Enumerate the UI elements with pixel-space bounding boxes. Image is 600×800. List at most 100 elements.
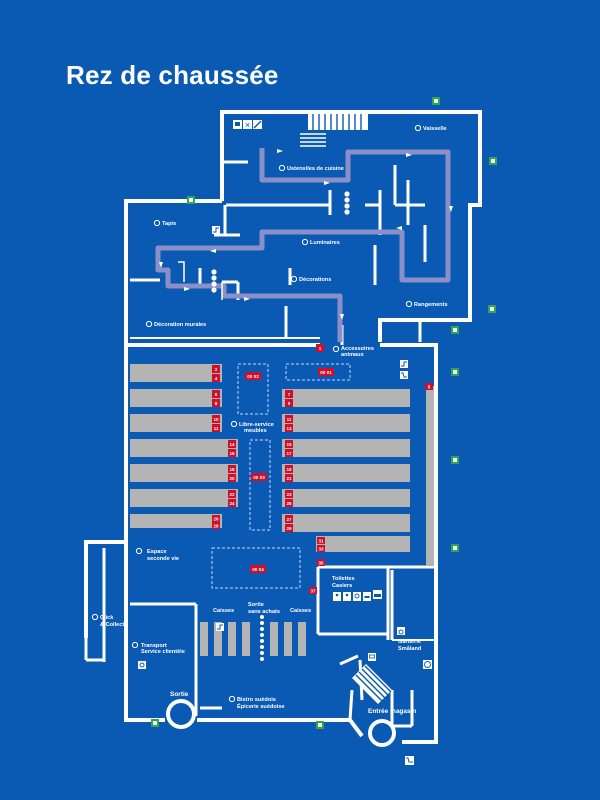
label-transport: Transport	[141, 643, 167, 649]
map-text: 29	[286, 526, 292, 531]
map-text: 11	[214, 426, 219, 431]
label-collect: & Collect	[100, 622, 124, 628]
aisle-badge: 10	[212, 415, 220, 423]
map-text: 15	[286, 442, 292, 447]
map-text: 17	[286, 451, 292, 456]
label-entree: Entrée magasin	[368, 708, 416, 715]
label-garderie: Garderie	[398, 639, 421, 645]
label-accessoires: Accessoires	[341, 346, 374, 352]
map-text: 22	[229, 492, 235, 497]
label-caisses-right: Caisses	[290, 608, 311, 614]
interior-walls	[130, 160, 436, 728]
label-decorations: Décorations	[299, 277, 331, 283]
accessible-icon	[353, 592, 361, 601]
exit-sign-icon	[316, 721, 324, 729]
map-text: 16	[229, 451, 235, 456]
exit-sign-icon	[451, 326, 459, 334]
map-text: 4	[215, 376, 218, 381]
baby-change-icon	[363, 592, 371, 601]
aisle-badge: 7	[285, 390, 293, 398]
aisle-badge: 6	[212, 390, 220, 398]
map-text: 23	[286, 492, 292, 497]
label-luminaires: Luminaires	[310, 240, 340, 246]
map-text: 7	[288, 392, 291, 397]
map-text: 26	[213, 517, 219, 522]
exit-sign-icon	[451, 544, 459, 552]
map-text: 27	[286, 517, 292, 522]
small-walls	[178, 261, 223, 300]
aisle-badge: 8	[212, 399, 220, 407]
exit-sign-icon	[151, 719, 159, 727]
map-text: 2	[215, 367, 218, 372]
dashed-zones	[211, 363, 351, 589]
aisle-badge: 14	[228, 440, 236, 448]
label-libre-service: Libre-service	[239, 422, 274, 428]
shopping-cart-icon	[400, 371, 408, 379]
aisle-badge: 22	[228, 490, 236, 498]
aisle-badge: 11	[285, 415, 293, 423]
wheelchair-icon	[397, 627, 405, 635]
aisle-badge: 11	[212, 424, 220, 432]
aisle-badge: 35	[317, 559, 325, 566]
map-text: 1	[319, 346, 322, 351]
aisle-badge: 9	[285, 399, 293, 407]
path-arrows	[159, 149, 453, 320]
label-espace: Espace	[147, 549, 167, 555]
aisle-badge: 21	[285, 474, 293, 482]
label-meubles: meubles	[244, 428, 267, 434]
aisle-badge: 5	[425, 383, 433, 390]
shelves	[130, 364, 434, 656]
aisle-badge: 19	[285, 465, 293, 473]
exit-sign-icon	[488, 305, 496, 313]
aisle-badge: 2	[212, 365, 220, 373]
entrance-escalator	[352, 664, 392, 704]
aisle-badge: 15	[285, 440, 293, 448]
door-circles	[166, 699, 396, 747]
label-decoration-murales: Décoration murales	[154, 322, 206, 328]
shopping-cart-icon	[405, 756, 414, 765]
info-icon	[423, 660, 432, 669]
exit-sign-icon	[451, 368, 459, 376]
label-bistro: Bistro suédois	[237, 697, 276, 703]
elevator-icon	[400, 360, 408, 368]
cafe-icon	[138, 661, 146, 669]
map-text: 19	[286, 467, 292, 472]
map-text: 5	[428, 385, 431, 390]
map-text: 00 04	[252, 567, 264, 572]
map-text: 9	[288, 401, 291, 406]
shopping-cart-icon: ✕	[233, 120, 262, 130]
label-caisses-left: Caisses	[213, 608, 234, 614]
label-casiers: Casiers	[332, 583, 352, 589]
click-collect-structure	[84, 548, 106, 662]
aisle-badge: 16	[228, 449, 236, 457]
map-text: 35	[318, 561, 324, 566]
map-text: 8	[215, 401, 218, 406]
exit-door	[166, 699, 196, 729]
aisle-badge: 17	[285, 449, 293, 457]
exit-sign-icon	[451, 456, 459, 464]
label-sortie-sans: Sortie	[248, 602, 264, 608]
floor-title: Rez de chaussée	[66, 60, 279, 90]
map-text: 20	[229, 476, 235, 481]
label-sortie: Sortie	[170, 691, 189, 698]
label-sans-achats: sans achats	[248, 609, 280, 615]
service-icons: ✕	[138, 120, 432, 765]
label-epicerie: Épicerie suédoise	[237, 702, 285, 710]
aisle-badge: 1	[316, 344, 324, 352]
aisle-badge: 4	[212, 374, 220, 382]
map-text: 11	[287, 417, 292, 422]
map-text: ✕	[245, 122, 251, 130]
toilet-icon	[333, 592, 351, 601]
walls	[84, 110, 482, 744]
exit-sign-icon	[432, 97, 440, 105]
walking-path	[155, 148, 451, 342]
location-labels	[91, 124, 422, 703]
aisle-badge: 18	[228, 465, 236, 473]
label-ustensiles: Ustensiles de cuisine	[287, 166, 344, 172]
label-service-client: Service clientèle	[141, 649, 185, 655]
elevator-icon	[216, 623, 224, 631]
label-animaux: animaux	[341, 352, 365, 358]
aisle-badge: 27	[285, 515, 293, 523]
